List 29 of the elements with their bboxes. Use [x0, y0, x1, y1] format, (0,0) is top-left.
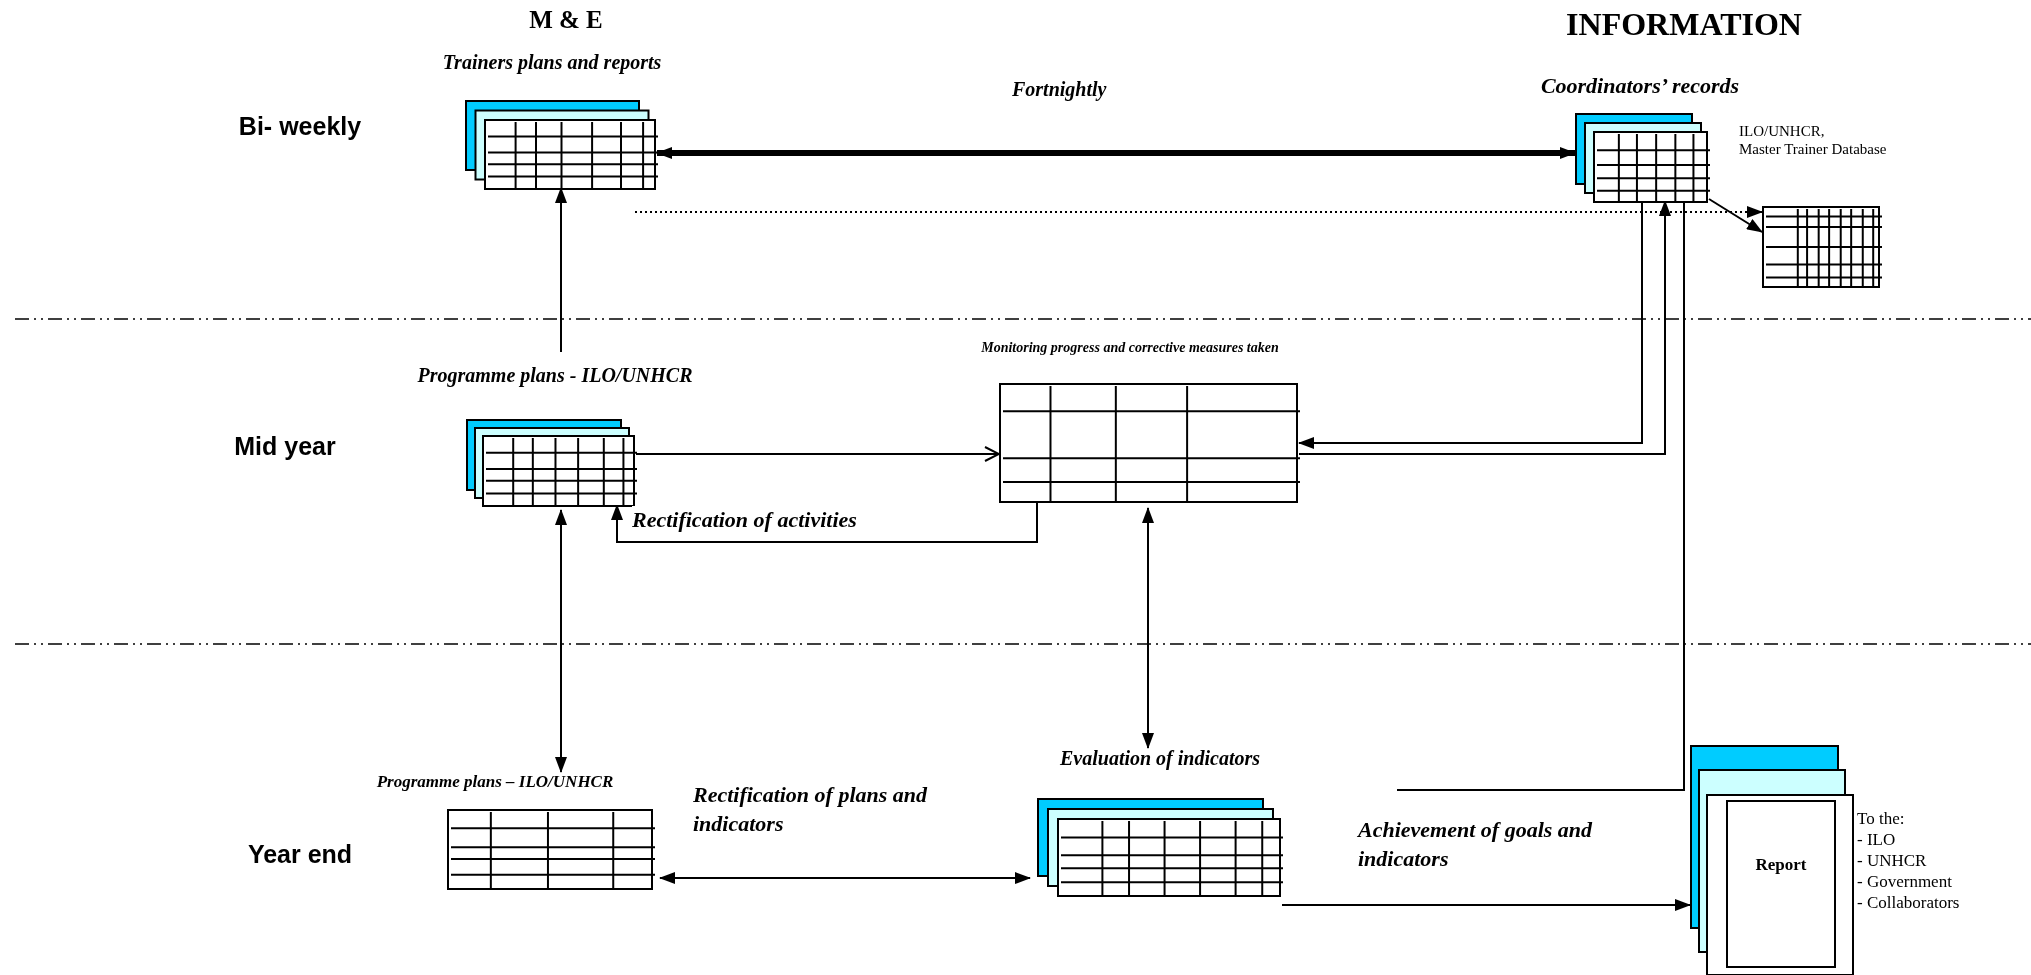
column-heading: INFORMATION — [1565, 6, 1803, 43]
double-arrow — [555, 509, 567, 773]
arrow — [611, 502, 1038, 543]
table-title: Monitoring progress and corrective measures taken — [980, 340, 1280, 357]
column-heading: M & E — [528, 6, 604, 34]
table-title: Trainers plans and reports — [441, 50, 663, 74]
double-arrow — [659, 872, 1031, 884]
edge-label: Rectification of activities — [632, 506, 857, 535]
arrow — [635, 446, 1000, 462]
recipient-list-line: To the: — [1857, 808, 1905, 829]
recipient-list-line: - UNHCR — [1857, 850, 1927, 871]
double-arrow — [1142, 507, 1154, 749]
recipient-list-line: - Government — [1857, 871, 1952, 892]
arrow — [1708, 198, 1763, 233]
table-title: Programme plans - ILO/UNHCR — [416, 363, 694, 387]
report-title: Report — [1754, 855, 1808, 875]
database-note: Master Trainer Database — [1739, 140, 1887, 158]
row-label: Year end — [246, 840, 354, 869]
table-title: Programme plans – ILO/UNHCR — [375, 772, 615, 793]
arrow — [634, 206, 1763, 218]
table-title: Evaluation of indicators — [1059, 746, 1261, 770]
row-label: Bi- weekly — [237, 112, 363, 141]
recipient-list-line: - ILO — [1857, 829, 1896, 850]
table-title: Coordinators’ records — [1539, 73, 1741, 100]
arrow — [1281, 899, 1691, 911]
recipient-list-line: - Collaborators — [1857, 892, 1960, 913]
double-arrow — [656, 147, 1576, 159]
row-label: Mid year — [233, 432, 337, 461]
database-note: ILO/UNHCR, — [1739, 122, 1825, 140]
